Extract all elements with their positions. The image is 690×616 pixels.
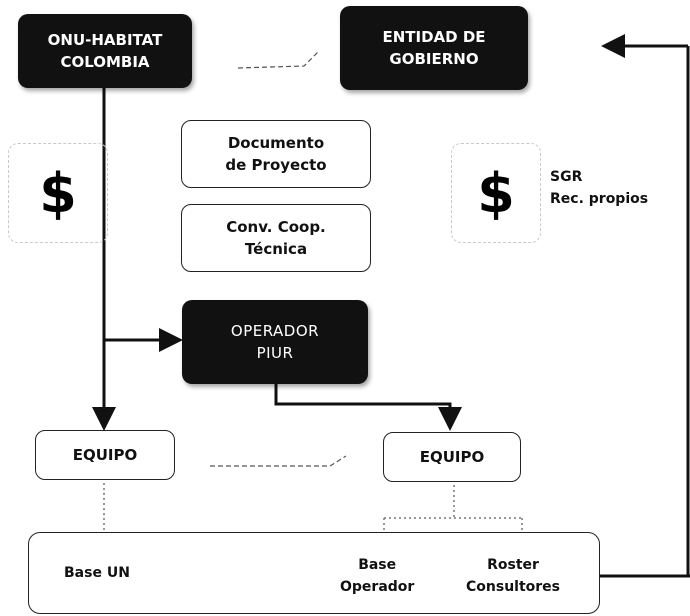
roster-consultores-label: Roster Consultores (466, 557, 561, 595)
entidad-gobierno-box: ENTIDAD DE GOBIERNO (340, 6, 528, 90)
dollar-icon: $ (8, 143, 108, 243)
base-operador-label: Base Operador (340, 557, 415, 595)
dollar-icon: $ (451, 143, 541, 243)
convenio-cooperacion-box: Conv. Coop. Técnica (181, 204, 371, 272)
equipo-right-box: EQUIPO (383, 432, 521, 482)
equipo-right-to-bases-line (383, 480, 523, 532)
bases-container (28, 532, 600, 614)
funding-sources-label: SGR Rec. propios (550, 169, 649, 207)
onu-habitat-box: ONU-HABITAT COLOMBIA (18, 14, 192, 88)
operador-to-equipo-line (274, 382, 462, 431)
equipos-coordination-line (210, 455, 347, 467)
onu-entidad-agreement-line (237, 51, 319, 69)
equipo-left-box: EQUIPO (35, 430, 175, 480)
operador-piur-box: OPERADOR PIUR (182, 300, 368, 384)
documento-proyecto-box: Documento de Proyecto (181, 120, 371, 188)
base-un-label: Base UN (64, 565, 130, 581)
